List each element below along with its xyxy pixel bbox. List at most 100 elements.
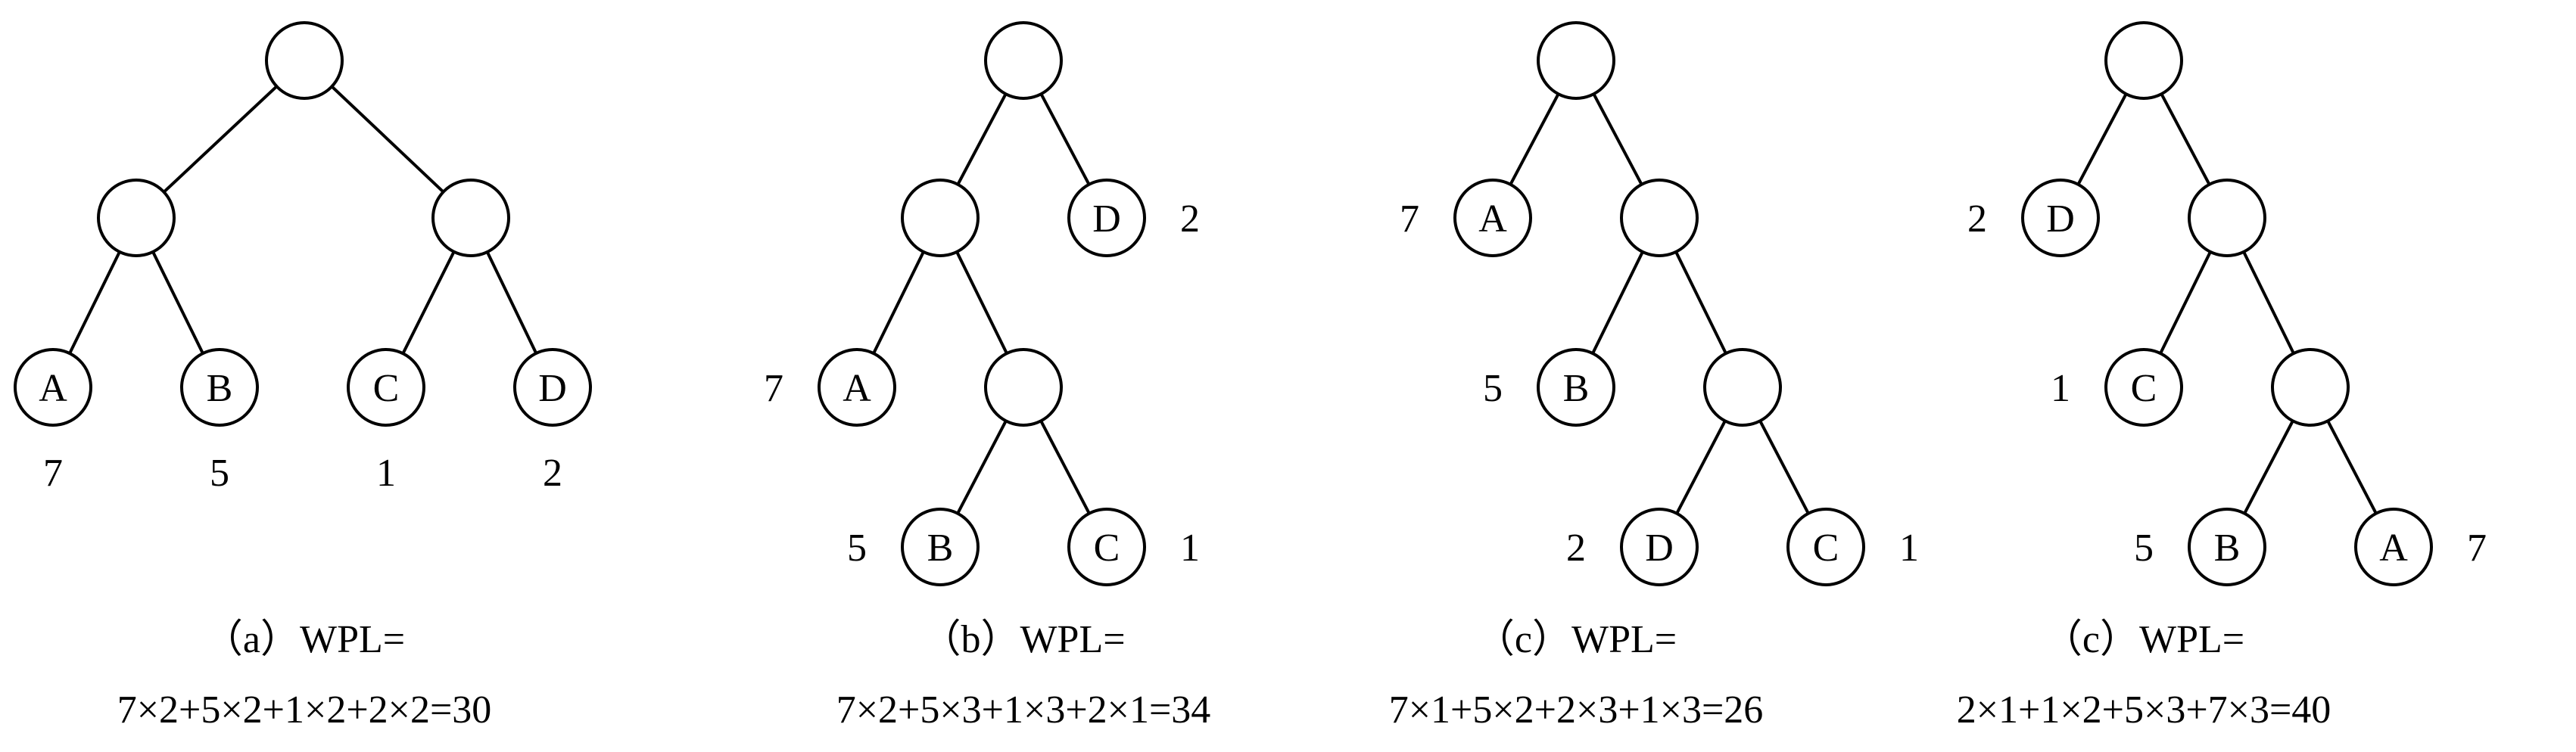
node-label: B (927, 527, 954, 570)
edge-n1-n2 (1674, 250, 1727, 355)
node-circle (14, 348, 92, 427)
node-circle (2188, 508, 2266, 586)
node-weight: 7 (764, 367, 783, 410)
node-circle (2354, 508, 2433, 586)
internal-node (265, 21, 344, 100)
edge-n2-D (485, 251, 538, 354)
edge-n2-C (401, 250, 456, 355)
node-weight: 5 (2134, 527, 2154, 570)
leaf-node-b: B5 (2134, 508, 2266, 586)
edge-r-n1 (163, 85, 278, 194)
caption-line-1: （c）WPL= (1475, 618, 1677, 661)
leaf-node-b: B5 (847, 508, 980, 586)
node-weight: 2 (1566, 527, 1586, 570)
node-circle (901, 179, 980, 257)
node-label: D (2046, 197, 2075, 241)
edge-r-n1 (1592, 93, 1643, 185)
node-label: D (538, 367, 567, 410)
caption-line-2: 7×2+5×3+1×3+2×1=34 (836, 688, 1211, 732)
node-circle (1453, 179, 1532, 257)
leaf-node-c: C1 (347, 348, 425, 495)
leaf-node-b: B5 (180, 348, 259, 495)
node-circle (1537, 21, 1615, 100)
edge-n2-B (2243, 420, 2294, 514)
edge-n1-B (151, 250, 204, 355)
node-circle (984, 21, 1063, 100)
edge-r-n2 (330, 85, 445, 194)
leaf-node-d: D2 (1967, 179, 2100, 257)
node-label: D (1092, 197, 1121, 241)
leaf-node-a: A7 (764, 348, 896, 427)
internal-node (97, 179, 176, 257)
node-circle (2104, 21, 2183, 100)
leaf-node-b: B5 (1483, 348, 1615, 427)
edge-n2-A (2326, 420, 2378, 514)
edge-n1-C (2159, 250, 2212, 355)
internal-node (1620, 179, 1699, 257)
internal-node (2188, 179, 2266, 257)
edge-n1-n2 (2242, 250, 2295, 355)
edge-n2-D (1675, 420, 1727, 514)
node-circle (2021, 179, 2100, 257)
leaf-node-a: A7 (14, 348, 92, 495)
node-weight: 2 (1180, 197, 1200, 241)
node-circle (818, 348, 896, 427)
node-label: B (2214, 527, 2241, 570)
node-weight: 7 (43, 452, 63, 495)
leaf-node-d: D2 (1566, 508, 1699, 586)
node-circle (2104, 348, 2183, 427)
node-weight: 5 (847, 527, 867, 570)
node-weight: 5 (1483, 367, 1503, 410)
internal-node (1703, 348, 1782, 427)
node-label: A (843, 367, 871, 410)
leaf-node-a: A7 (1400, 179, 1532, 257)
internal-node (431, 179, 510, 257)
node-circle (265, 21, 344, 100)
edge-n1-A (68, 250, 121, 355)
node-weight: 1 (1899, 527, 1919, 570)
node-circle (1703, 348, 1782, 427)
node-circle (347, 348, 425, 427)
node-label: A (1478, 197, 1507, 241)
caption-line-1: （c）WPL= (2043, 618, 2244, 661)
node-label: B (207, 367, 233, 410)
node-circle (1067, 179, 1146, 257)
internal-node (2271, 348, 2350, 427)
edge-r-D (2076, 93, 2128, 185)
node-circle (431, 179, 510, 257)
caption-line-2: 7×1+5×2+2×3+1×3=26 (1389, 688, 1764, 732)
node-weight: 2 (1967, 197, 1987, 241)
caption-line-2: 7×2+5×2+1×2+2×2=30 (117, 688, 492, 732)
internal-node (1537, 21, 1615, 100)
node-circle (1786, 508, 1865, 586)
node-weight: 2 (543, 452, 562, 495)
node-label: A (2379, 527, 2408, 570)
node-weight: 1 (1180, 527, 1200, 570)
node-weight: 1 (376, 452, 396, 495)
node-label: C (1094, 527, 1120, 570)
node-weight: 7 (1400, 197, 1419, 241)
internal-node (984, 21, 1063, 100)
node-circle (1537, 348, 1615, 427)
caption-line-2: 2×1+1×2+5×3+7×3=40 (1957, 688, 2331, 732)
edge-r-n1 (956, 93, 1008, 185)
edge-n1-A (872, 250, 925, 355)
edge-n1-n2 (955, 250, 1008, 355)
edge-n2-C (1039, 420, 1091, 514)
edge-n1-B (1591, 250, 1644, 355)
node-weight: 5 (210, 452, 229, 495)
node-circle (97, 179, 176, 257)
leaf-node-c: C1 (2051, 348, 2183, 427)
node-circle (2188, 179, 2266, 257)
node-label: C (2131, 367, 2157, 410)
internal-node (901, 179, 980, 257)
edge-r-D (1039, 93, 1091, 185)
